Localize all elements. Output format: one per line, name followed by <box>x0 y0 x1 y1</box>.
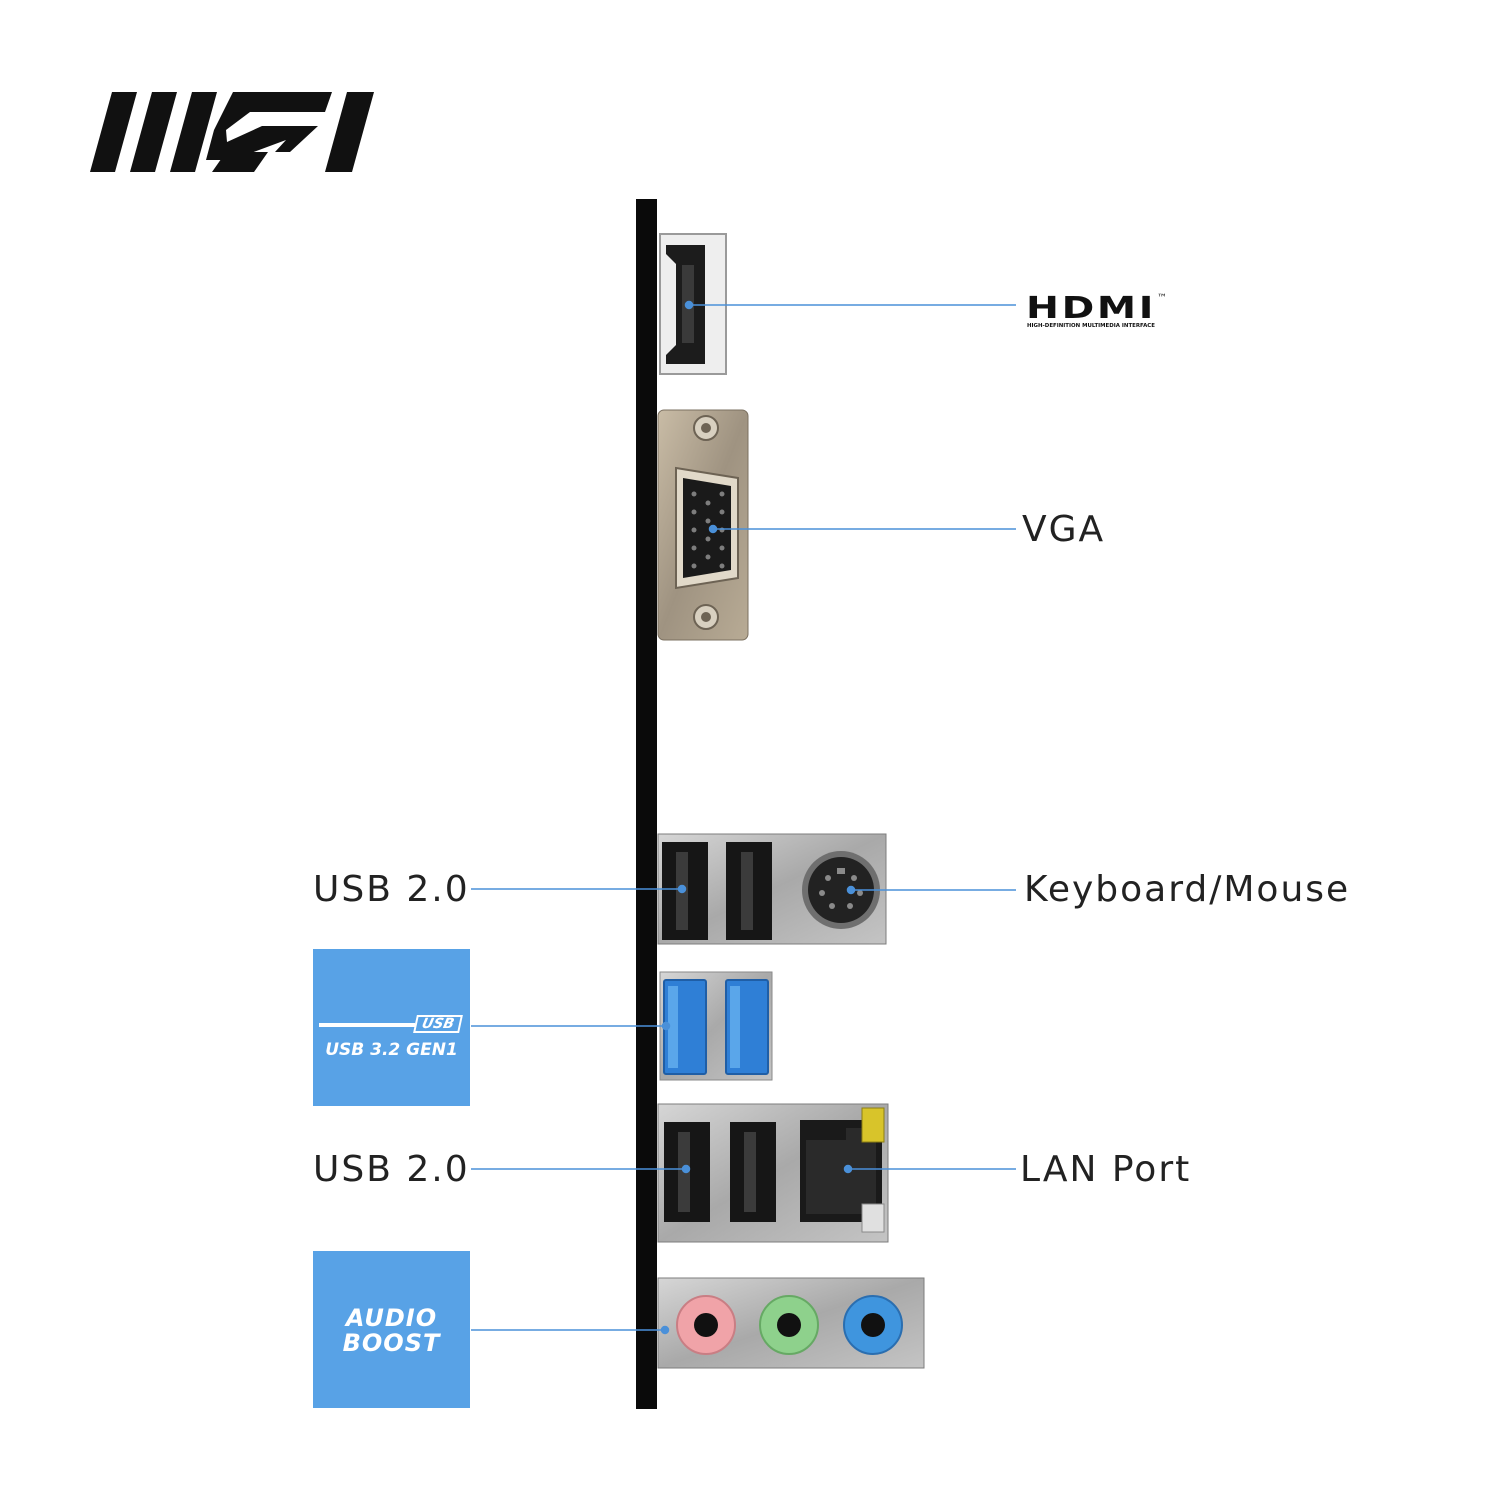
msi-logo <box>90 92 374 172</box>
usb3-port-block <box>659 971 773 1081</box>
audio-boost-line2: BOOST <box>342 1329 441 1357</box>
usb-bottom-label: USB 2.0 <box>313 1149 470 1190</box>
audio-jack-icon <box>676 1295 736 1355</box>
audio-jack-icon <box>843 1295 903 1355</box>
audio-jack-icon <box>759 1295 819 1355</box>
audio-boost-line1: AUDIO <box>345 1304 438 1332</box>
vga-port-icon <box>657 409 749 641</box>
hdmi-trademark: ™ <box>1157 293 1167 304</box>
usb3-badge: USB USB 3.2 GEN1 <box>313 949 470 1106</box>
usb-lan-block <box>657 1103 889 1243</box>
hdmi-logo: HDMI ™ HIGH-DEFINITION MULTIMEDIA INTERF… <box>1026 291 1167 329</box>
usb-port-icon <box>663 979 707 1075</box>
usb3-badge-logo: USB <box>413 1015 463 1033</box>
usb-top-label: USB 2.0 <box>313 869 470 910</box>
usb-port-icon <box>726 842 772 940</box>
usb-port-icon <box>725 979 769 1075</box>
audio-boost-badge: AUDIO BOOST <box>313 1251 470 1408</box>
keyboard-mouse-label: Keyboard/Mouse <box>1024 869 1351 910</box>
ps2-port-icon <box>802 851 880 929</box>
leader-lines <box>471 300 1016 1335</box>
lan-port-label: LAN Port <box>1020 1149 1192 1190</box>
vga-label: VGA <box>1022 509 1106 550</box>
audio-block <box>657 1277 925 1369</box>
hdmi-tagline: HIGH-DEFINITION MULTIMEDIA INTERFACE <box>1027 323 1156 329</box>
hdmi-logo-text: HDMI <box>1026 291 1156 326</box>
rj45-port-icon <box>800 1107 885 1233</box>
usb3-badge-text: USB 3.2 GEN1 <box>325 1040 458 1060</box>
usb-port-icon <box>730 1122 776 1222</box>
usb3-badge-line <box>319 1023 415 1027</box>
io-shield-bracket <box>636 199 657 1409</box>
